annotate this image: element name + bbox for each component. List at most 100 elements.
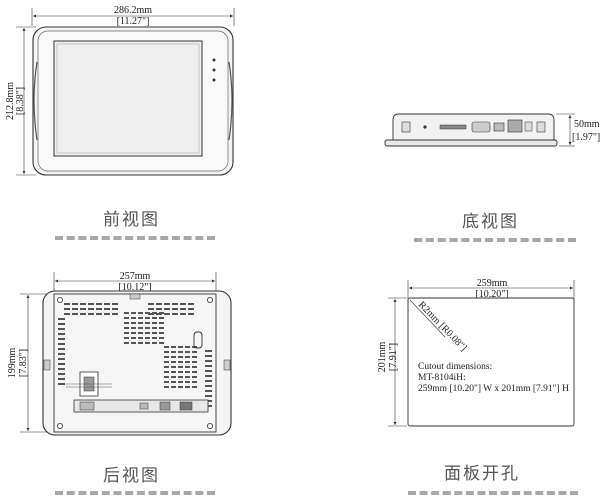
rear-vent-top-right-slot [180,303,186,305]
rear-vent-right-side-slot [205,350,212,352]
rear-vent-right-mid-slot [192,371,197,373]
front-view-caption: 前视图 [103,210,160,230]
rear-vent-right-mid-slot [171,386,176,388]
rear-vent-center-slot [124,327,129,329]
rear-cable-loop [193,331,203,349]
rear-vent-center-slot [124,332,129,334]
rear-vent-center-slot [152,327,157,329]
bottom-depth-mm: 50mm [574,119,600,130]
rear-vent-center-slot [159,327,164,329]
rear-vent-center-slot [145,337,150,339]
bottom-serial-port [471,121,491,133]
rear-vent-center-slot [159,332,164,334]
rear-vent-top-right-slot [188,313,194,315]
rear-vent-right-mid-slot [164,356,169,358]
rear-vent-right-mid-slot [164,366,169,368]
rear-vent-center-slot [124,322,129,324]
bottom-power-port [524,121,533,132]
rear-vent-right-mid-slot [164,381,169,383]
rear-vent-center-slot [131,332,136,334]
rear-vent-right-mid-slot [192,381,197,383]
rear-vent-center-slot [131,317,136,319]
front-screen-inner [56,43,200,154]
rear-vent-right-mid-slot [185,356,190,358]
rear-connector-1 [79,401,95,411]
rear-vent-center-slot [124,337,129,339]
rear-vent-top-right-slot [156,308,162,310]
rear-vent-top-right-slot [156,303,162,305]
rear-height-mm: 199mm [7,348,18,379]
rear-vent-top-left-slot [96,308,102,310]
rear-vent-right-mid-slot [192,366,197,368]
rear-vent-right-mid-slot [185,346,190,348]
rear-vent-top-right-slot [164,303,170,305]
rear-vent-top-left-slot [104,308,110,310]
rear-vent-right-side-slot [205,390,212,392]
rear-vent-center-slot [138,317,143,319]
rear-vent-center-slot [145,317,150,319]
cutout-width-mm: 259mm [477,278,508,289]
rear-vent-center-slot [145,327,150,329]
rear-connector-3 [159,401,171,411]
rear-vent-center-slot [145,342,150,344]
rear-vent-center-slot [138,312,143,314]
rear-vent-top-left-slot [104,303,110,305]
rear-vent-right-mid-slot [178,371,183,373]
rear-vent-right-side-slot [205,365,212,367]
rear-vent-right-mid-slot [192,361,197,363]
bottom-front-bezel [384,139,558,147]
rear-vent-center-slot [124,342,129,344]
cutout-radius-leader [409,299,446,338]
bottom-view-underline [414,238,576,242]
front-right-grip [228,61,233,141]
rear-vent-top-right-slot [188,303,194,305]
rear-vent-center-slot [138,342,143,344]
bottom-view-caption: 底视图 [462,212,519,232]
front-left-grip [33,61,38,141]
rear-view-underline [55,491,215,495]
rear-vent-center-slot [124,317,129,319]
rear-vent-left-side-slot [58,373,65,375]
rear-vent-right-mid-slot [171,361,176,363]
rear-vent-center-slot [145,332,150,334]
rear-view: 257mm [10.12"] 199mm [7.83"] [7,271,232,436]
rear-vent-right-mid-slot [178,351,183,353]
rear-vent-top-left-slot [72,308,78,310]
rear-vent-right-side-slot [205,375,212,377]
rear-vent-top-right-slot [172,313,178,315]
rear-vent-top-left-slot [112,303,118,305]
rear-screw-tl [57,296,64,303]
rear-vent-right-side-slot [205,355,212,357]
cutout-height-in: [7.91"] [388,343,399,371]
rear-vent-right-mid-slot [164,361,169,363]
rear-vent-right-side-slot [205,385,212,387]
rear-vent-center-slot [159,337,164,339]
front-view: 286.2mm [11.27"] 212.8mm [8.38"] [5,5,235,176]
rear-vent-right-mid-slot [185,351,190,353]
front-screen [53,40,203,157]
rear-vent-top-right-slot [148,303,154,305]
rear-vent-right-side-slot [205,370,212,372]
rear-vent-center-slot [152,342,157,344]
rear-vent-grids [58,303,212,407]
rear-vent-left-side-slot [58,383,65,385]
rear-vent-top-left-slot [88,303,94,305]
rear-vent-right-mid-slot [171,371,176,373]
rear-vent-top-left-slot [88,308,94,310]
rear-vent-top-right-slot [164,313,170,315]
bottom-slot-port [439,124,467,130]
rear-vent-right-mid-slot [171,366,176,368]
cutout-view-caption: 面板开孔 [444,464,520,484]
rear-vent-left-side-slot [58,323,65,325]
rear-vent-top-right-slot [188,308,194,310]
rear-vent-top-right-slot [172,308,178,310]
rear-vent-top-left-slot [112,308,118,310]
rear-vent-left-side-slot [58,368,65,370]
rear-vent-right-mid-slot [185,366,190,368]
rear-vent-right-mid-slot [185,376,190,378]
rear-vent-right-mid-slot [178,356,183,358]
rear-vent-left-side-slot [58,328,65,330]
bottom-mount-right [536,121,546,133]
rear-width-mm: 257mm [120,271,151,282]
